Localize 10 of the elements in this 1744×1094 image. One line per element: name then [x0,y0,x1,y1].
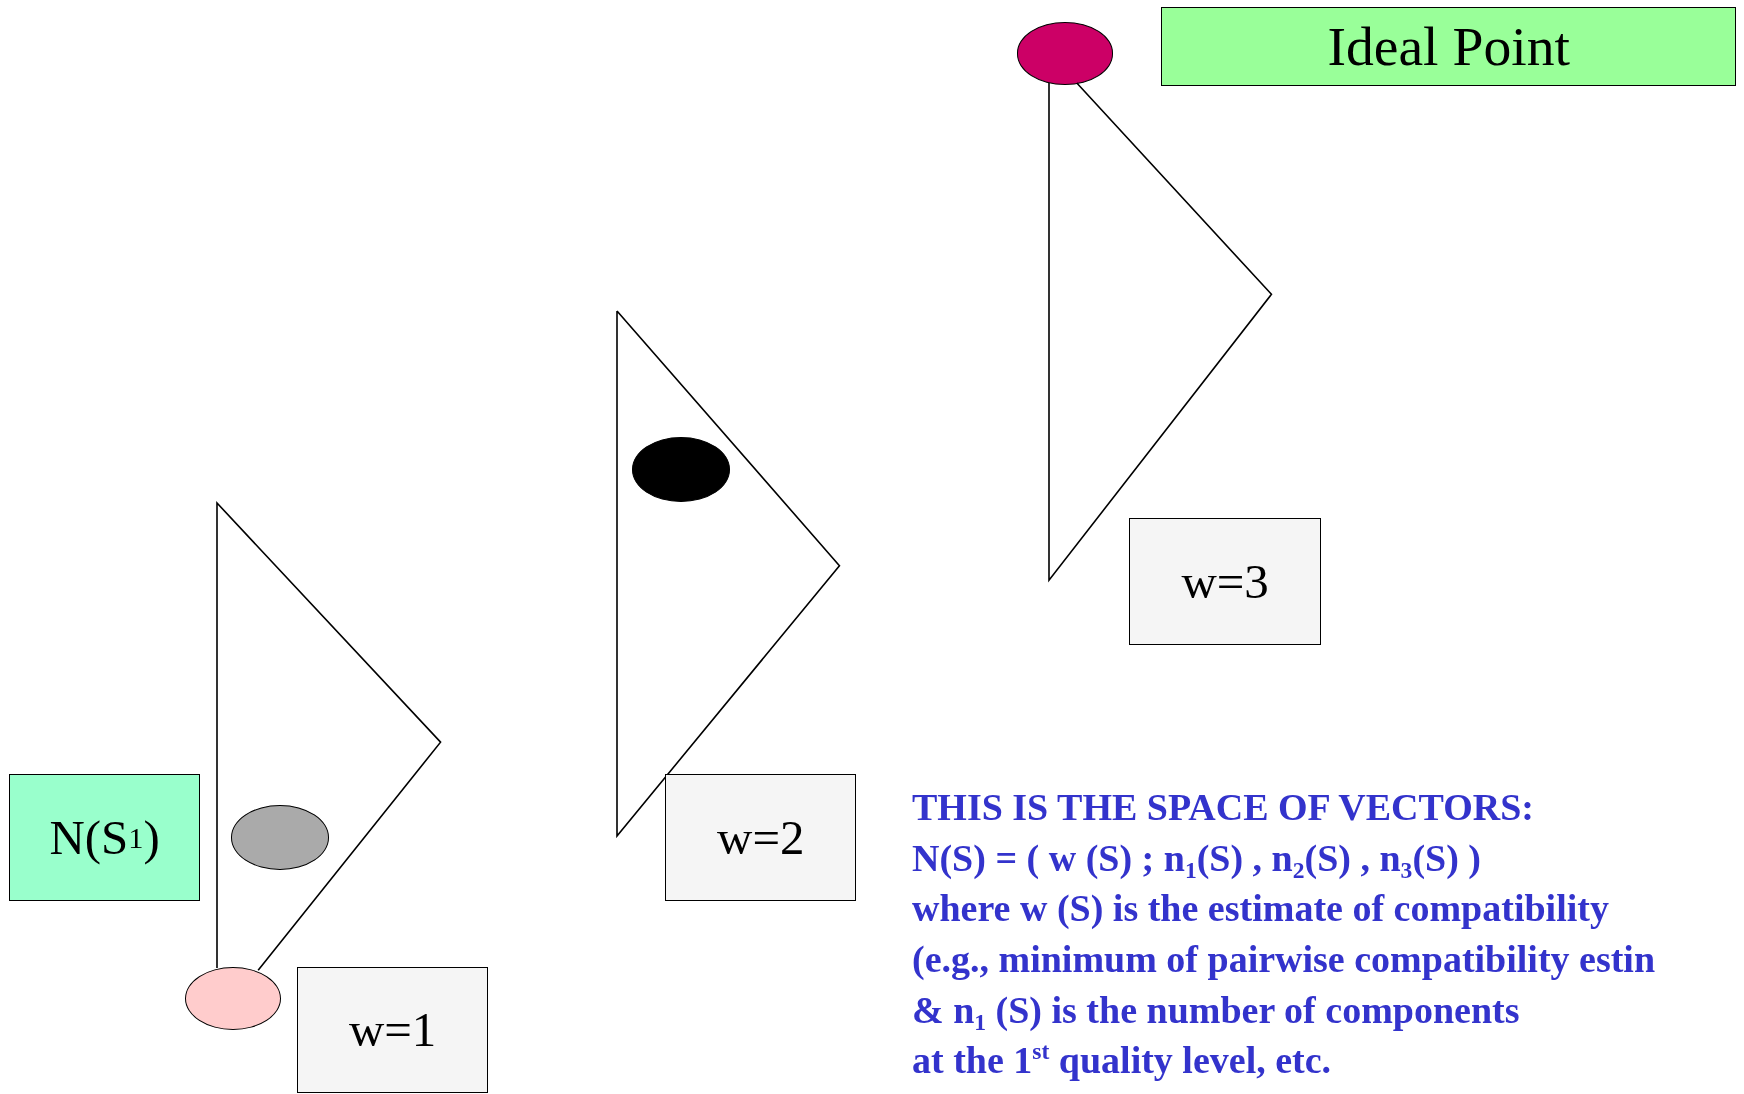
note-text: at the 1$^{st}$ quality level, etc. [912,1038,1332,1083]
label-box: w=2 [665,774,857,901]
note-text: & n$_{1}$ (S) is the number of components [912,987,1520,1032]
note-text: where w (S) is the estimate of compatibility [912,886,1609,931]
note-text: N(S) = ( w (S) ; n$_{1}$(S) , n$_{2}$(S) , n$_{3}$(S) ) [912,835,1481,880]
note-text: (e.g., minimum of pairwise compatibility estin [912,937,1656,982]
label-box: w=3 [1128,518,1322,646]
label-box: w=1 [296,966,489,1094]
label-box: Ideal Point [1161,6,1737,86]
note-text: THIS IS THE SPACE OF VECTORS: [912,785,1534,830]
